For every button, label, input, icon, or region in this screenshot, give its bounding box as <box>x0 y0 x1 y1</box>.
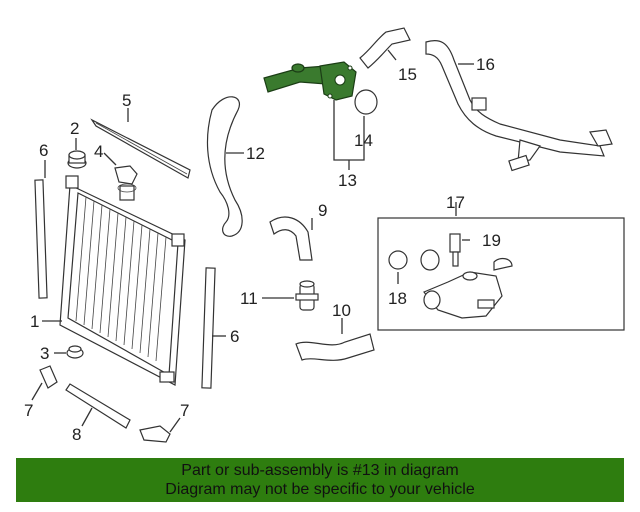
sensor-19 <box>449 233 461 267</box>
seal-right <box>201 267 216 389</box>
callout-14: 14 <box>354 131 373 150</box>
callout-19: 19 <box>482 231 501 250</box>
radiator-cap <box>67 150 87 169</box>
callout-3: 3 <box>40 344 49 363</box>
inset-box <box>377 217 625 331</box>
thermostat-housing <box>263 61 357 101</box>
radiator <box>59 175 186 386</box>
bracket-4 <box>114 165 138 185</box>
lower-mount-left <box>39 365 58 389</box>
o-ring-14 <box>354 89 378 115</box>
callout-6-right: 6 <box>230 327 239 346</box>
water-outlet-assembly <box>423 271 503 319</box>
seal-left <box>34 179 48 299</box>
drain-plug <box>66 345 84 359</box>
callout-2: 2 <box>70 119 79 138</box>
callout-15: 15 <box>398 65 417 84</box>
lower-support <box>65 383 131 429</box>
parts-diagram: 1 2 3 4 5 6 6 7 7 8 9 10 11 12 13 14 15 … <box>24 27 625 444</box>
callout-4: 4 <box>94 142 103 161</box>
callout-13: 13 <box>338 171 357 190</box>
upper-hose <box>206 96 243 237</box>
banner-line-2: Diagram may not be specific to your vehi… <box>165 481 475 498</box>
hose-15 <box>359 27 411 69</box>
gasket-18 <box>388 250 408 270</box>
callout-18: 18 <box>388 289 407 308</box>
lower-mount-right <box>139 425 171 443</box>
banner-line-1: Part or sub-assembly is #13 in diagram <box>181 462 459 479</box>
callout-6-left: 6 <box>39 141 48 160</box>
lower-hose <box>295 333 375 361</box>
ring-inset <box>420 249 440 271</box>
callout-16: 16 <box>476 55 495 74</box>
fitting-11 <box>295 280 319 311</box>
hose-9 <box>269 216 313 261</box>
callout-9: 9 <box>318 201 327 220</box>
callout-7-left: 7 <box>24 401 33 420</box>
info-banner: Part or sub-assembly is #13 in diagram D… <box>16 458 624 502</box>
callout-12: 12 <box>246 144 265 163</box>
callout-8: 8 <box>72 425 81 444</box>
callout-1: 1 <box>30 312 39 331</box>
callout-11: 11 <box>240 289 258 308</box>
callout-7-right: 7 <box>180 401 189 420</box>
callout-10: 10 <box>332 301 351 320</box>
pipe-16 <box>425 39 613 172</box>
callout-5: 5 <box>122 91 131 110</box>
callout-17: 17 <box>446 193 465 212</box>
clip-inset <box>493 257 513 271</box>
